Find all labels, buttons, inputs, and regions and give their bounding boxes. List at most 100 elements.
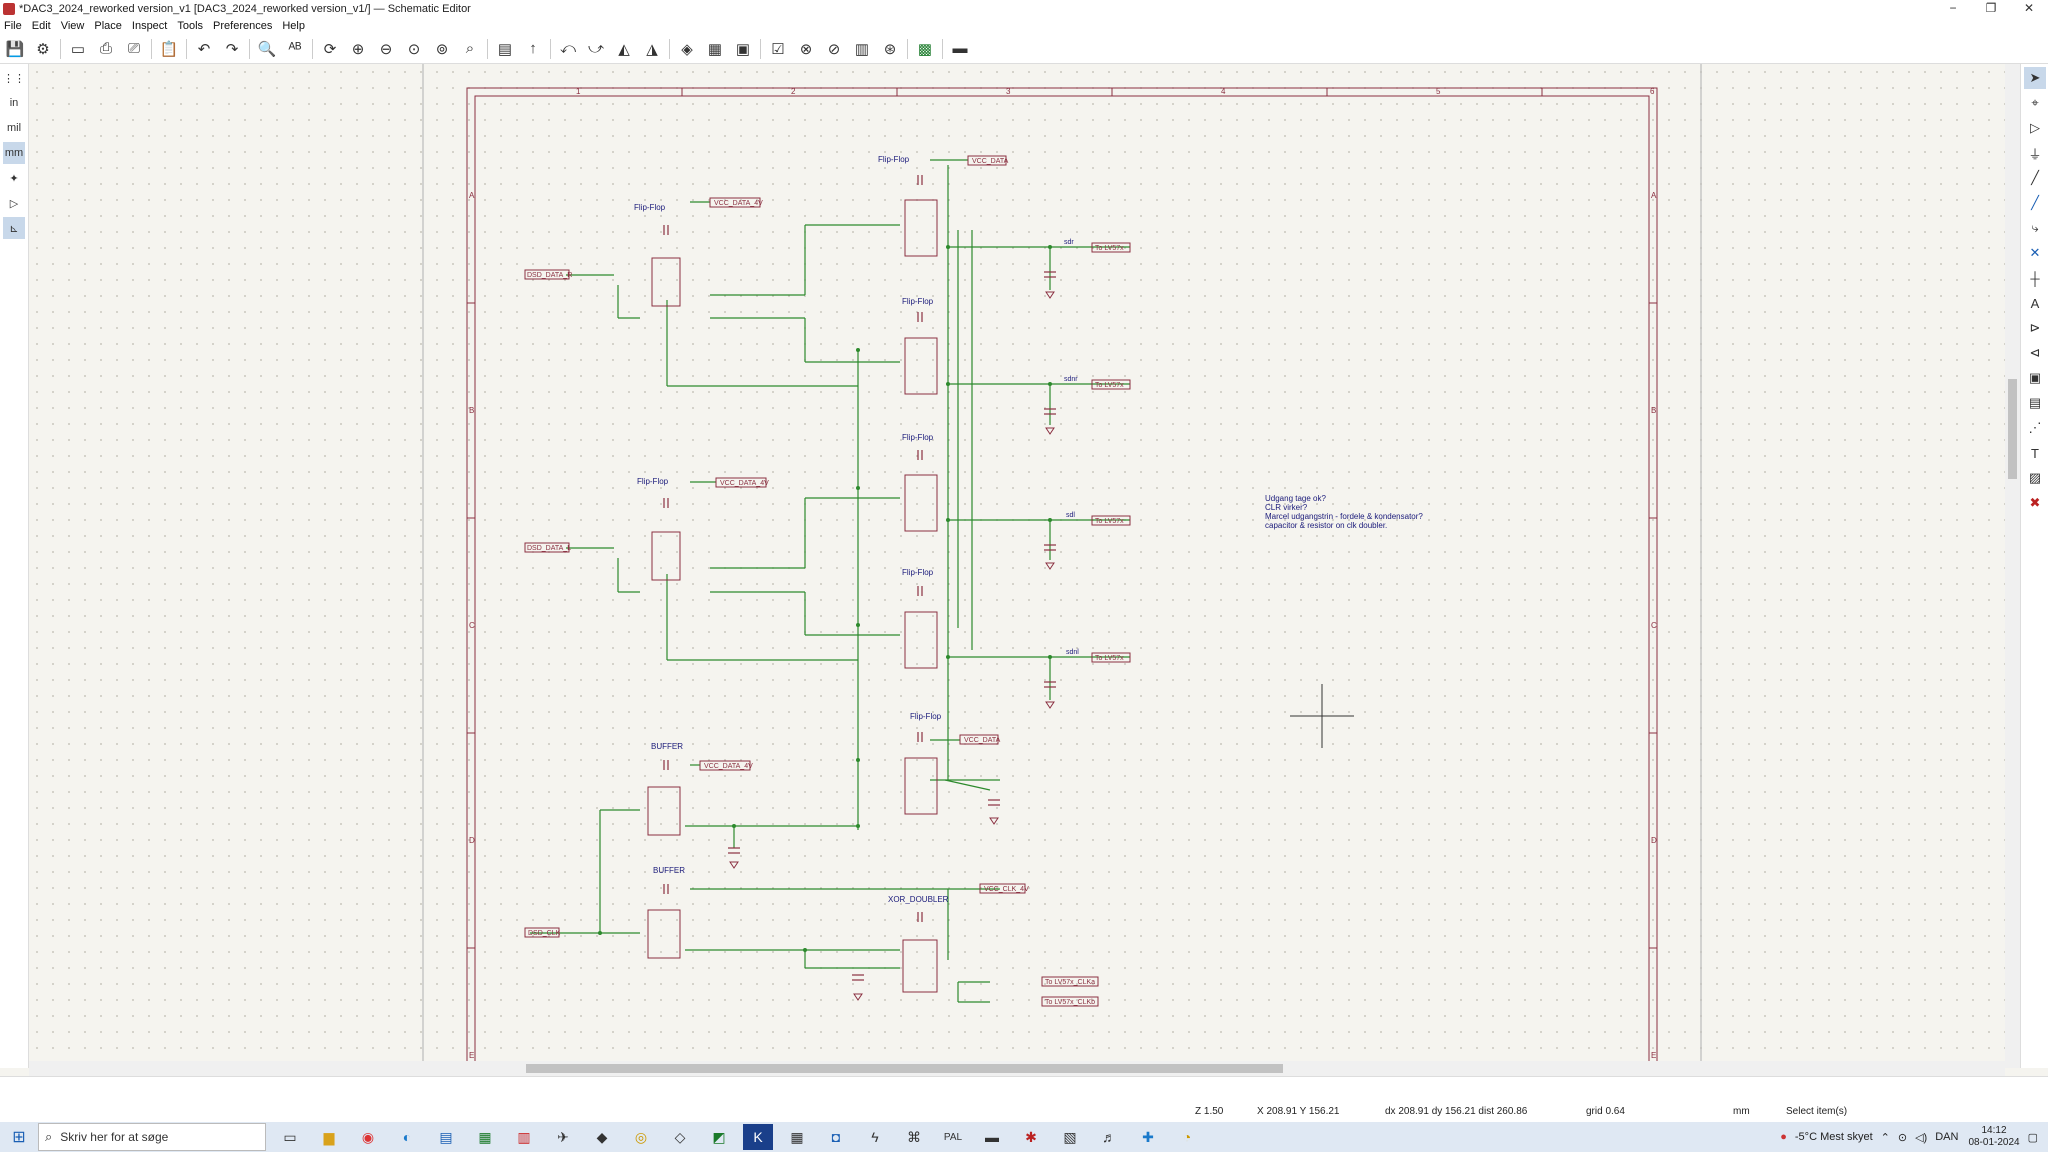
line-mode-icon[interactable]: ⊾ <box>3 217 25 239</box>
zoom-fit-icon[interactable]: ⊙ <box>407 40 421 58</box>
refresh-icon[interactable]: ⟳ <box>323 40 337 58</box>
windows-start-icon[interactable]: ⊞ <box>12 1129 26 1146</box>
task-view-icon[interactable]: ▭ <box>283 1128 297 1145</box>
add-wire-icon[interactable]: ╱ <box>2031 170 2039 185</box>
app-icon-12[interactable]: ◩ <box>712 1128 726 1145</box>
network-icon[interactable]: ⊙ <box>1897 1131 1908 1144</box>
mirror-v-icon[interactable]: ◭ <box>618 40 630 58</box>
app-icon-21[interactable]: ▧ <box>1063 1128 1077 1145</box>
clock[interactable]: 14:12 08-01-2024 <box>1968 1125 2019 1149</box>
menu-view[interactable]: View <box>60 19 85 32</box>
outlook-icon[interactable]: ◘ <box>831 1129 841 1145</box>
hier-sheet-icon[interactable]: ▣ <box>2028 370 2042 385</box>
global-label-icon[interactable]: ⊳ <box>2029 320 2041 335</box>
add-text-icon[interactable]: T <box>2031 445 2039 461</box>
add-symbol-icon[interactable]: ▷ <box>2030 120 2040 135</box>
file-explorer-icon[interactable]: ▆ <box>323 1128 335 1145</box>
zoom-out-icon[interactable]: ⊖ <box>379 40 393 58</box>
symbol-editor-icon[interactable]: ◈ <box>681 40 693 58</box>
calculator-icon[interactable]: ▦ <box>790 1128 804 1145</box>
zoom-objects-icon[interactable]: ⊚ <box>435 40 449 58</box>
grid-icon[interactable]: ⋮⋮ <box>3 72 25 85</box>
edge-icon[interactable]: ◐ <box>402 1129 412 1145</box>
highlight-net-icon[interactable]: ⌖ <box>2031 95 2039 110</box>
app-icon-24[interactable]: ◔ <box>1182 1129 1192 1145</box>
menu-preferences[interactable]: Preferences <box>213 19 273 32</box>
chrome-icon[interactable]: ◉ <box>361 1128 375 1145</box>
simulator-icon[interactable]: ⊛ <box>883 40 897 58</box>
bom-icon[interactable]: ⊘ <box>827 40 841 58</box>
menu-inspect[interactable]: Inspect <box>131 19 168 32</box>
menu-place[interactable]: Place <box>94 19 122 32</box>
pcb-icon[interactable]: ▩ <box>917 40 933 58</box>
word-icon[interactable]: ▤ <box>439 1128 453 1145</box>
hierarchy-icon[interactable]: ▤ <box>497 40 513 58</box>
app-icon-20[interactable]: ✱ <box>1025 1128 1037 1145</box>
language-indicator[interactable]: DAN <box>1935 1131 1959 1143</box>
erc-icon[interactable]: ☑ <box>771 40 785 58</box>
taskbar-search-box[interactable]: ⌕ Skriv her for at søge <box>38 1123 266 1151</box>
maximize-button[interactable]: ❐ <box>1985 1 1997 15</box>
zoom-in-icon[interactable]: ⊕ <box>351 40 365 58</box>
page-icon[interactable]: ▭ <box>70 40 86 58</box>
zoom-tool-icon[interactable]: ⌕ <box>465 40 475 57</box>
find-replace-icon[interactable]: ᴬᴮ <box>288 40 302 57</box>
add-bus-icon[interactable]: ╱ <box>2031 195 2039 210</box>
junction-icon[interactable]: ┼ <box>2030 270 2040 286</box>
menu-edit[interactable]: Edit <box>31 19 51 32</box>
schematic-setup-icon[interactable]: ⚙ <box>36 40 50 58</box>
close-button[interactable]: ✕ <box>2023 1 2035 15</box>
no-connect-icon[interactable]: ✕ <box>2029 245 2041 260</box>
app-icon-8[interactable]: ✈ <box>557 1128 569 1145</box>
vertical-scrollbar[interactable] <box>2005 64 2020 1068</box>
hier-label-icon[interactable]: ⊲ <box>2029 345 2041 360</box>
app-icon-16[interactable]: ϟ <box>871 1129 879 1145</box>
undo-icon[interactable]: ↶ <box>197 40 211 58</box>
symbol-browser-icon[interactable]: ▦ <box>707 40 723 58</box>
menu-tools[interactable]: Tools <box>177 19 204 32</box>
bom-table-icon[interactable]: ▥ <box>854 40 870 58</box>
add-line-icon[interactable]: ⋰ <box>2028 420 2042 435</box>
kicad-icon[interactable]: K <box>743 1124 773 1150</box>
unit-mil-button[interactable]: mil <box>6 122 22 134</box>
rotate-ccw-icon[interactable]: ⤺ <box>559 40 577 57</box>
app-icon-10[interactable]: ◎ <box>634 1128 648 1145</box>
plot-icon[interactable]: ⎚ <box>127 40 140 57</box>
app-icon-19[interactable]: ▬ <box>985 1129 999 1145</box>
schematic-canvas[interactable]: 1 2 3 4 5 6 A B C D E A B C D E <box>29 64 2005 1068</box>
footprint-assign-icon[interactable]: ⊗ <box>799 40 813 58</box>
app-icon-11[interactable]: ◇ <box>674 1128 686 1145</box>
unit-mm-button[interactable]: mm <box>3 142 25 164</box>
delete-icon[interactable]: ✖ <box>2029 495 2041 510</box>
print-icon[interactable]: ⎙ <box>99 40 112 57</box>
app-icon-23[interactable]: ✚ <box>1142 1128 1154 1145</box>
add-power-icon[interactable]: ⏚ <box>2028 146 2042 162</box>
notification-icon[interactable]: ▢ <box>2027 1131 2038 1144</box>
save-icon[interactable]: 💾 <box>5 40 25 58</box>
scripting-icon[interactable]: ▬ <box>952 40 968 57</box>
app-icon-17[interactable]: ⌘ <box>907 1128 921 1145</box>
unit-inch-button[interactable]: in <box>9 97 19 109</box>
paste-icon[interactable]: 📋 <box>159 40 179 58</box>
app-icon-22[interactable]: ♬ <box>1102 1129 1116 1145</box>
rotate-cw-icon[interactable]: ⤻ <box>587 40 605 57</box>
cursor-icon[interactable]: ✦ <box>9 172 19 185</box>
pal-icon[interactable]: PAL <box>943 1131 963 1143</box>
vertical-scroll-thumb[interactable] <box>2008 379 2017 479</box>
volume-icon[interactable]: ◁) <box>1915 1131 1928 1144</box>
hidden-pins-icon[interactable]: ▷ <box>9 197 19 210</box>
leave-sheet-icon[interactable]: ↑ <box>529 40 537 57</box>
horizontal-scrollbar[interactable] <box>29 1061 2005 1076</box>
weather-text[interactable]: -5°C Mest skyet <box>1794 1131 1873 1143</box>
menu-help[interactable]: Help <box>282 19 305 32</box>
minimize-button[interactable]: − <box>1949 1 1957 15</box>
bus-entry-icon[interactable]: ⤷ <box>2031 220 2039 235</box>
horizontal-scroll-thumb[interactable] <box>526 1064 1283 1073</box>
mirror-h-icon[interactable]: ◮ <box>646 40 658 58</box>
redo-icon[interactable]: ↷ <box>225 40 239 58</box>
find-icon[interactable]: 🔍 <box>257 40 277 58</box>
app-icon-9[interactable]: ◆ <box>596 1128 608 1145</box>
annotate-icon[interactable]: ▣ <box>735 40 751 58</box>
import-sheet-pin-icon[interactable]: ▤ <box>2028 395 2042 410</box>
select-icon[interactable]: ➤ <box>2024 67 2046 89</box>
